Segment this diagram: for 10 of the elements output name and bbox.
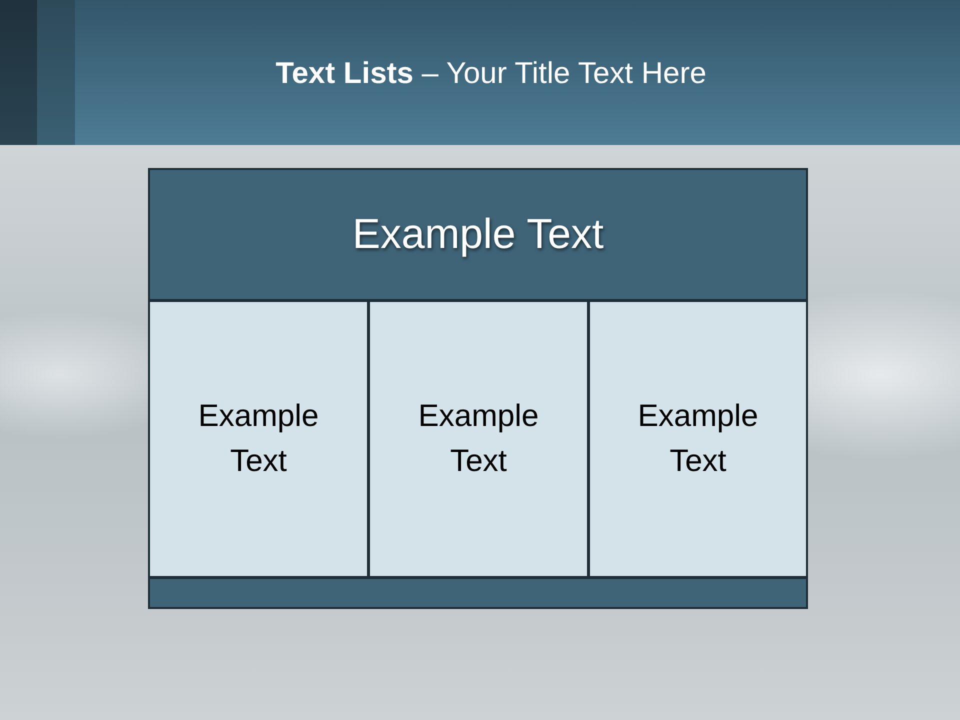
panel-text: Example Text	[417, 397, 540, 480]
header-band	[148, 168, 808, 301]
slide-title: Text Lists – Your Title Text Here	[274, 56, 708, 92]
footer-bar	[148, 577, 808, 609]
text-panel	[588, 300, 808, 578]
text-panel	[368, 300, 589, 578]
panel-text: Example Text	[197, 397, 320, 480]
panel-text: Example Text	[636, 397, 760, 480]
heading-text: Example Text	[352, 209, 604, 260]
text-panel	[148, 300, 369, 578]
